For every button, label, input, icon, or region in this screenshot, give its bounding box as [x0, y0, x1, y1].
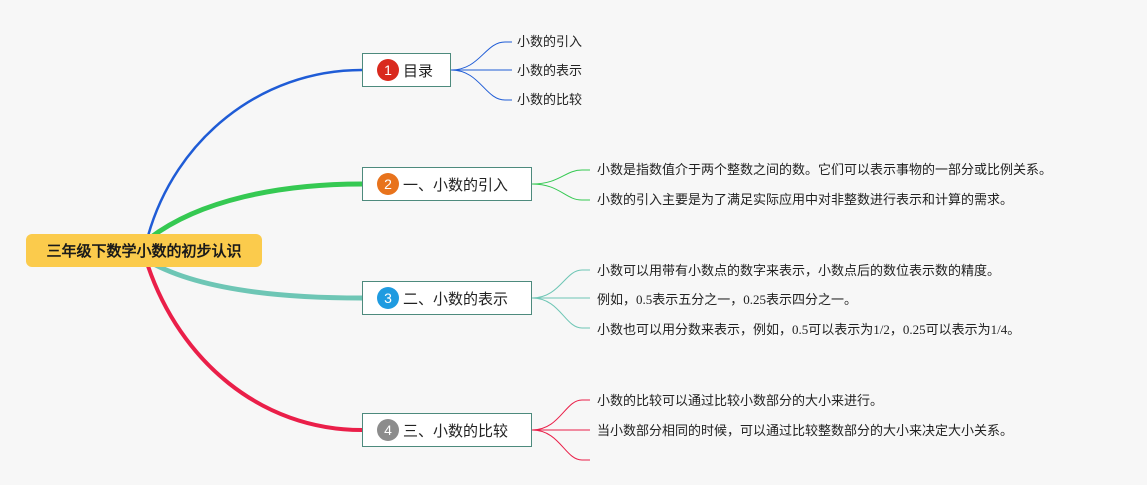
number-badge-icon: 3	[377, 287, 399, 309]
sub-lines-3	[531, 269, 590, 329]
number-badge-icon: 1	[377, 59, 399, 81]
leaf-node[interactable]: 小数的表示	[517, 63, 583, 78]
root-node[interactable]: 三年级下数学小数的初步认识	[26, 234, 262, 267]
topic-node-intro[interactable]: 2 一、小数的引入	[362, 167, 532, 201]
topic-label: 二、小数的表示	[403, 290, 509, 308]
topic-node-representation[interactable]: 3 二、小数的表示	[362, 281, 532, 315]
branch-line-4	[146, 265, 363, 432]
leaf-node[interactable]: 小数是指数值介于两个整数之间的数。它们可以表示事物的一部分或比例关系。	[597, 162, 1053, 177]
leaf-node[interactable]: 小数的引入主要是为了满足实际应用中对非整数进行表示和计算的需求。	[597, 192, 1014, 207]
leaf-node[interactable]: 当小数部分相同的时候，可以通过比较整数部分的大小来决定大小关系。	[597, 423, 1014, 438]
leaf-node[interactable]: 小数的比较	[517, 92, 583, 107]
sub-lines-4	[531, 399, 590, 461]
sub-lines-2	[531, 169, 590, 201]
topic-node-contents[interactable]: 1 目录	[362, 53, 451, 87]
number-badge-icon: 4	[377, 419, 399, 441]
topic-label: 目录	[403, 62, 434, 80]
leaf-node[interactable]: 小数的引入	[517, 34, 583, 49]
topic-label: 三、小数的比较	[403, 422, 509, 440]
branch-line-3	[148, 259, 363, 301]
topic-label: 一、小数的引入	[403, 176, 509, 194]
leaf-node[interactable]: 小数的比较可以通过比较小数部分的大小来进行。	[597, 393, 884, 408]
branch-line-2	[148, 181, 363, 240]
number-badge-icon: 2	[377, 173, 399, 195]
sub-lines-1	[450, 41, 512, 101]
branch-line-1	[146, 68, 363, 237]
leaf-node[interactable]: 例如，0.5表示五分之一，0.25表示四分之一。	[597, 292, 858, 307]
leaf-node[interactable]: 小数可以用带有小数点的数字来表示，小数点后的数位表示数的精度。	[597, 263, 1001, 278]
leaf-node[interactable]: 小数也可以用分数来表示，例如，0.5可以表示为1/2，0.25可以表示为1/4。	[597, 322, 1021, 337]
topic-node-comparison[interactable]: 4 三、小数的比较	[362, 413, 532, 447]
root-title: 三年级下数学小数的初步认识	[46, 243, 242, 260]
